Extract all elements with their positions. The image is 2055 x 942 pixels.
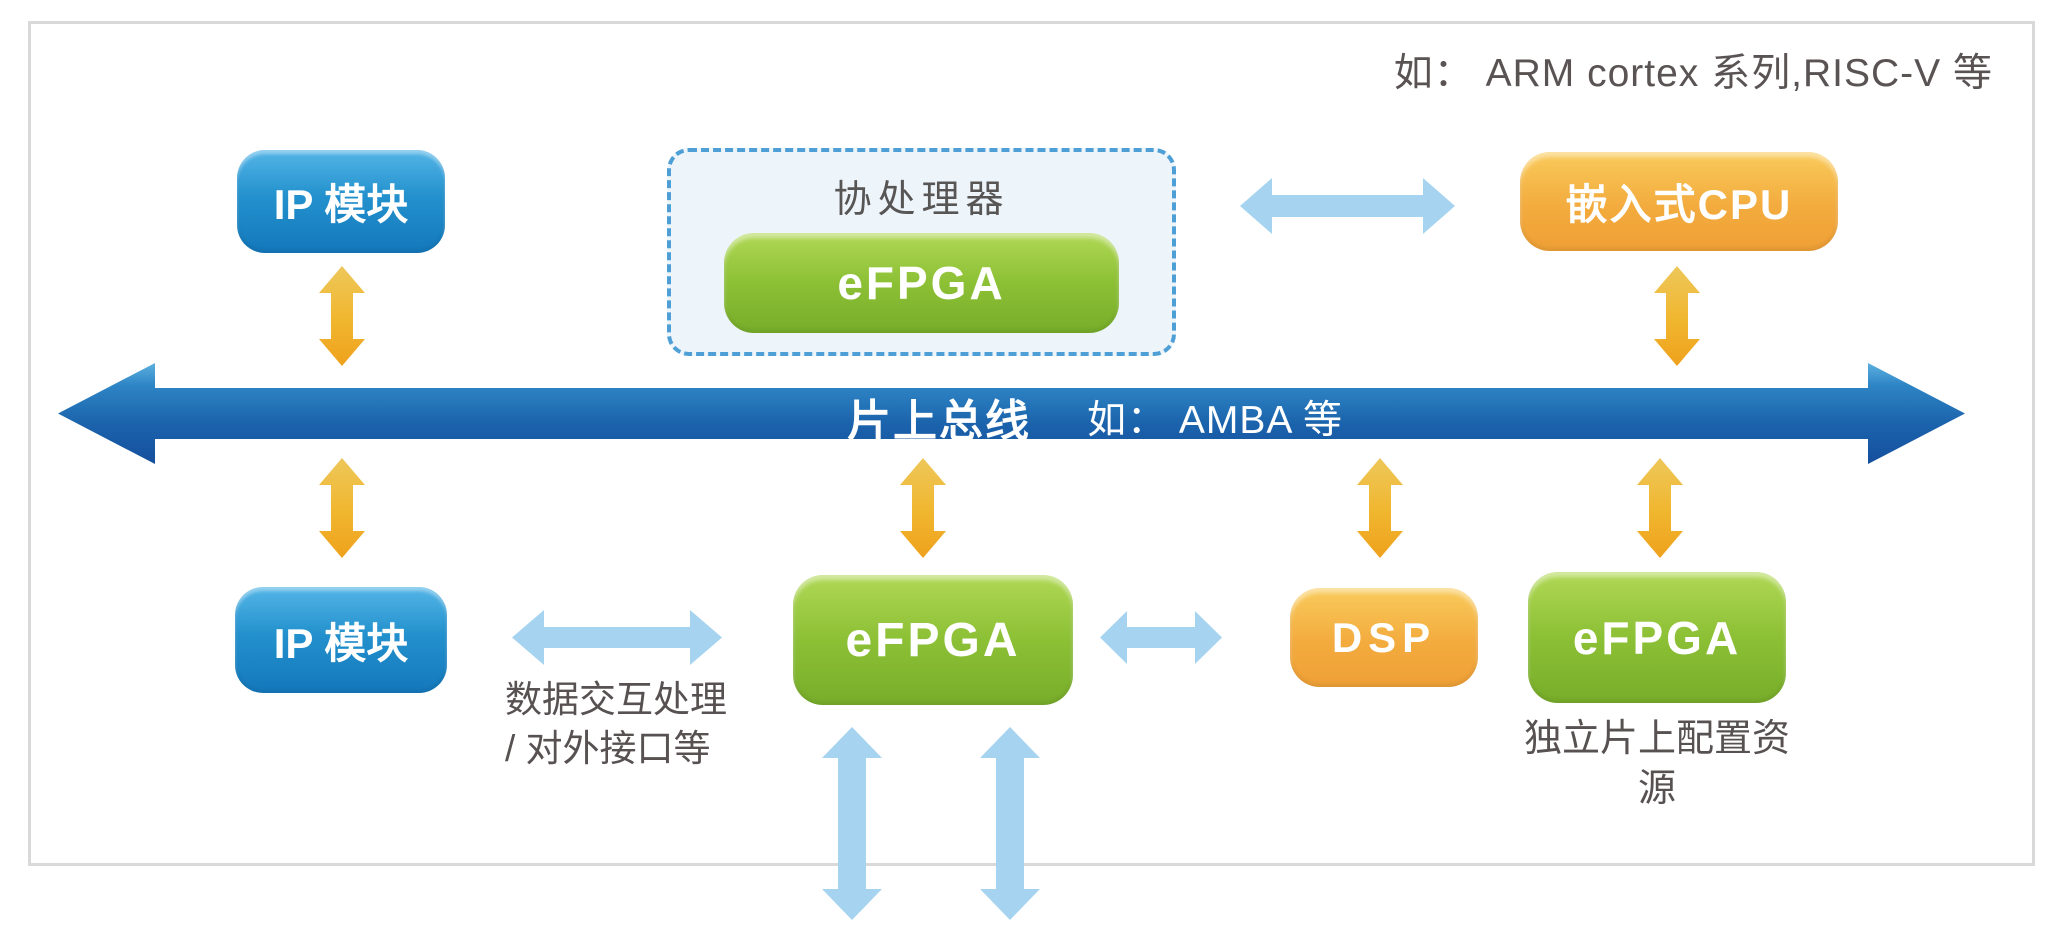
embedded-cpu-box: 嵌入式CPU <box>1520 152 1838 251</box>
ip-module-bottom-box: IP 模块 <box>235 587 447 693</box>
data-interface-note: 数据交互处理 / 对外接口等 <box>505 676 805 774</box>
on-chip-bus-text: 片上总线 如： AMBA 等 <box>847 391 1344 446</box>
data-interface-note-line1: 数据交互处理 <box>505 679 727 720</box>
arrow-bus-to-dsp <box>1357 458 1403 558</box>
coprocessor-group: 协处理器 eFPGA <box>667 148 1176 356</box>
bus-example: 如： AMBA 等 <box>1087 398 1344 442</box>
ip-module-top-box: IP 模块 <box>237 150 445 253</box>
cpu-examples-caption: 如： ARM cortex 系列,RISC-V 等 <box>1393 52 1993 95</box>
data-interface-note-line2: / 对外接口等 <box>505 727 711 769</box>
arrow-efpga-to-dsp <box>1100 611 1222 664</box>
efpga-center-box: eFPGA <box>793 575 1073 705</box>
dsp-box: DSP <box>1290 588 1478 687</box>
arrow-bus-to-ip-bottom <box>319 458 365 558</box>
coprocessor-label: 协处理器 <box>833 179 1010 221</box>
bus-label: 片上总线 <box>847 396 1031 446</box>
config-resource-note: 独立片上配置资源 <box>1523 718 1790 811</box>
arrow-ip-to-efpga <box>512 610 722 665</box>
arrow-bus-to-efpga-right <box>1637 458 1683 558</box>
arrow-efpga-external-right <box>980 727 1040 920</box>
arrow-cpu-to-bus <box>1654 266 1700 366</box>
diagram-border-frame <box>28 21 2035 866</box>
efpga-right-box: eFPGA <box>1528 572 1786 703</box>
arrow-efpga-external-left <box>822 727 882 920</box>
arrow-coprocessor-to-cpu <box>1240 178 1455 234</box>
arrow-bus-to-efpga-center <box>900 458 946 558</box>
on-chip-bus-arrow <box>58 363 1965 464</box>
efpga-coprocessor-box: eFPGA <box>724 233 1119 333</box>
arrow-ip-top-to-bus <box>319 266 365 366</box>
